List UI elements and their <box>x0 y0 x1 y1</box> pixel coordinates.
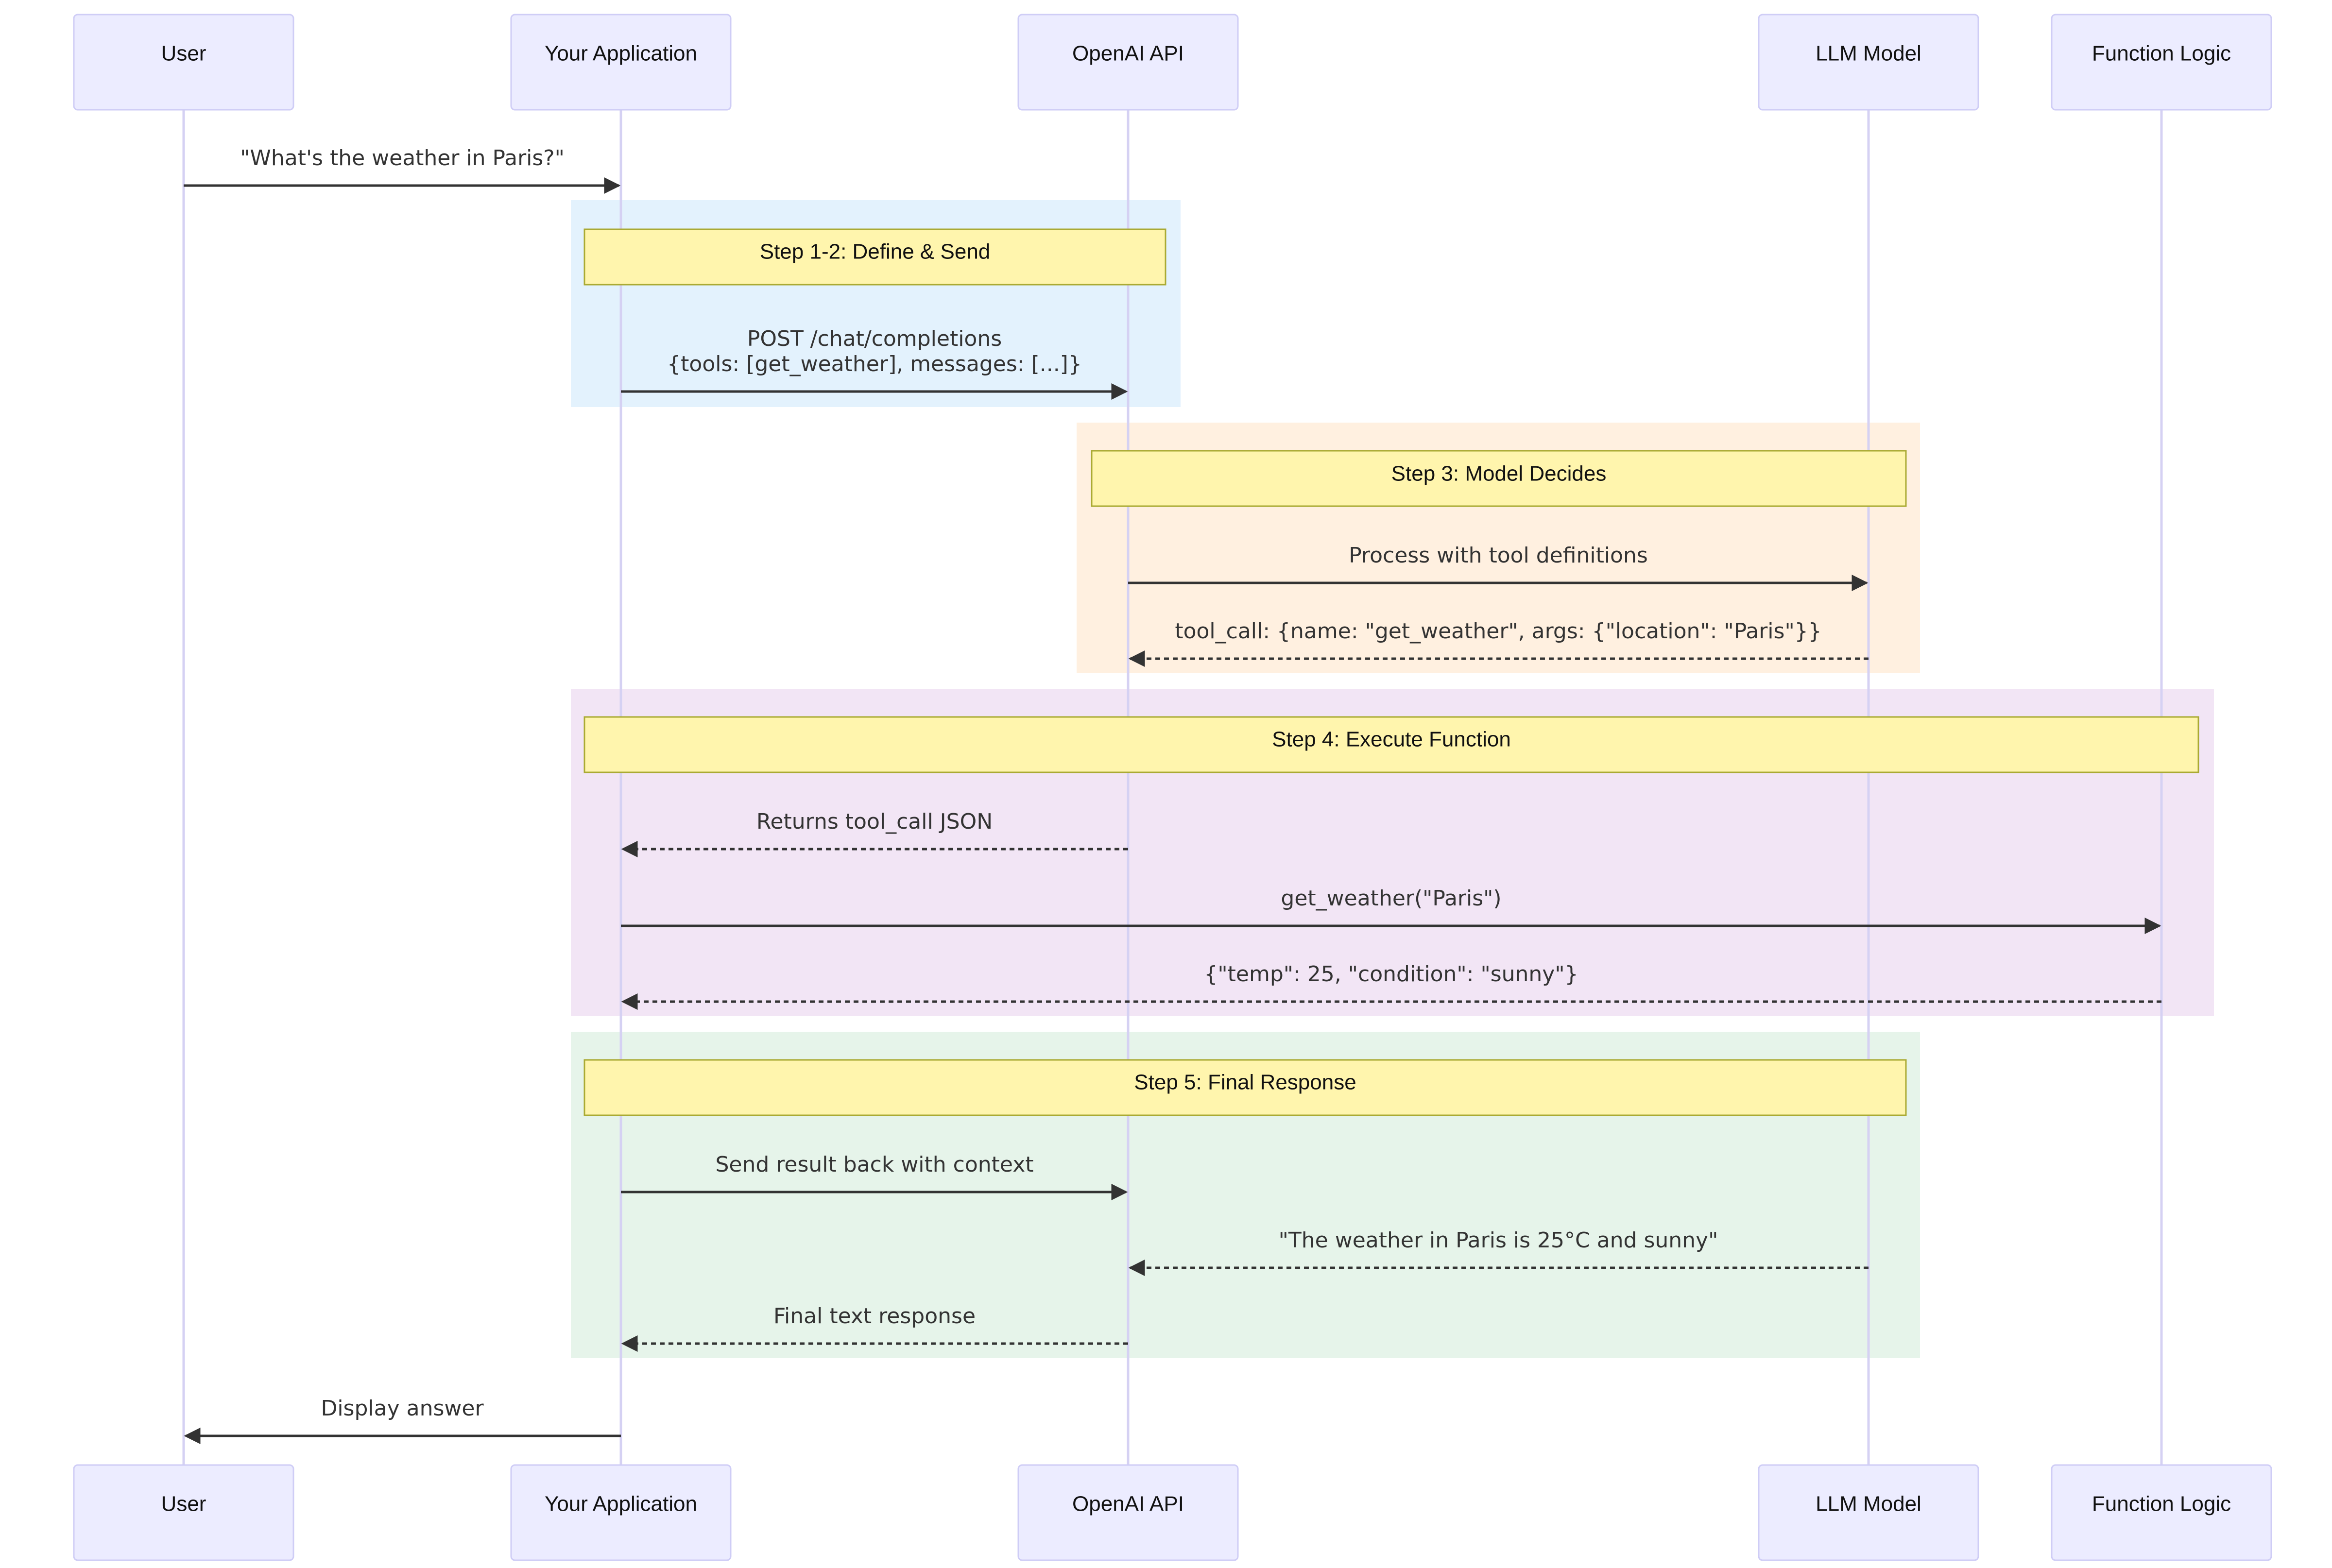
message-label: Send result back with context <box>716 1152 1034 1177</box>
note-box <box>583 228 1166 286</box>
message-7: {"temp": 25, "condition": "sunny"} <box>621 962 2161 1010</box>
actor-your-application-bottom[interactable]: Your Application <box>510 1464 732 1561</box>
actor-label: LLM Model <box>1816 42 1921 66</box>
message-4: tool_call: {name: "get_weather", args: {… <box>1128 619 1869 667</box>
actor-llm-model-top[interactable]: LLM Model <box>1758 14 1979 111</box>
actor-your-application-top[interactable]: Your Application <box>510 14 732 111</box>
actor-user-bottom[interactable]: User <box>73 1464 294 1561</box>
message-label: "The weather in Paris is 25°C and sunny" <box>1279 1228 1718 1253</box>
note-label: Step 5: Final Response <box>1134 1071 1356 1094</box>
note-box <box>583 1059 1907 1116</box>
actors-bottom: User Your Application OpenAI API LLM Mod… <box>73 1464 2272 1561</box>
message-1: "What's the weather in Paris?" <box>184 146 621 194</box>
actor-box <box>510 14 732 111</box>
actor-label: User <box>161 1492 206 1516</box>
messages: "What's the weather in Paris?" POST /chat… <box>184 146 2161 1444</box>
note-box <box>583 716 2199 773</box>
actor-label: Your Application <box>545 1492 697 1516</box>
actor-box <box>2051 14 2272 111</box>
lifelines <box>182 110 2163 1465</box>
actor-box <box>510 1464 732 1561</box>
actor-box <box>2051 1464 2272 1561</box>
message-label: Final text response <box>773 1304 976 1329</box>
message-11: Display answer <box>184 1396 621 1444</box>
message-6: get_weather("Paris") <box>621 886 2161 934</box>
note-step-5: Step 5: Final Response <box>583 1059 1907 1116</box>
message-9: "The weather in Paris is 25°C and sunny" <box>1128 1228 1869 1276</box>
message-label: Display answer <box>321 1396 484 1421</box>
note-label: Step 3: Model Decides <box>1391 462 1607 486</box>
actor-function-logic-bottom[interactable]: Function Logic <box>2051 1464 2272 1561</box>
actor-box <box>1758 14 1979 111</box>
message-label: Returns tool_call JSON <box>756 809 993 834</box>
actor-llm-model-bottom[interactable]: LLM Model <box>1758 1464 1979 1561</box>
actor-label: User <box>161 42 206 66</box>
actor-label: Function Logic <box>2092 1492 2231 1516</box>
note-step-1-2: Step 1-2: Define & Send <box>583 228 1166 286</box>
note-label: Step 1-2: Define & Send <box>760 240 991 264</box>
message-label: tool_call: {name: "get_weather", args: {… <box>1175 619 1821 644</box>
message-label: POST /chat/completions <box>747 326 1002 351</box>
actor-label: LLM Model <box>1816 1492 1921 1516</box>
message-5: Returns tool_call JSON <box>621 809 1128 857</box>
actor-openai-api-bottom[interactable]: OpenAI API <box>1017 1464 1239 1561</box>
actor-label: Function Logic <box>2092 42 2231 66</box>
actor-box <box>1017 14 1239 111</box>
actor-box <box>73 14 294 111</box>
actor-box <box>1017 1464 1239 1561</box>
actors-top: User Your Application OpenAI API LLM Mod… <box>73 14 2272 111</box>
actor-box <box>73 1464 294 1561</box>
message-label: {"temp": 25, "condition": "sunny"} <box>1204 962 1578 987</box>
actor-openai-api-top[interactable]: OpenAI API <box>1017 14 1239 111</box>
message-8: Send result back with context <box>621 1152 1128 1200</box>
note-step-4: Step 4: Execute Function <box>583 716 2199 773</box>
note-box <box>1091 450 1907 507</box>
note-step-3: Step 3: Model Decides <box>1091 450 1907 507</box>
message-label: {tools: [get_weather], messages: [...]} <box>667 352 1082 376</box>
actor-user-top[interactable]: User <box>73 14 294 111</box>
note-label: Step 4: Execute Function <box>1272 728 1511 751</box>
actor-function-logic-top[interactable]: Function Logic <box>2051 14 2272 111</box>
message-10: Final text response <box>621 1304 1128 1352</box>
actor-label: OpenAI API <box>1072 1492 1184 1516</box>
message-3: Process with tool definitions <box>1128 543 1869 591</box>
message-label: Process with tool definitions <box>1349 543 1648 568</box>
message-label: "What's the weather in Paris?" <box>240 146 565 170</box>
actor-label: Your Application <box>545 42 697 66</box>
actor-label: OpenAI API <box>1072 42 1184 66</box>
message-2: POST /chat/completions{tools: [get_weath… <box>621 326 1128 400</box>
message-label: get_weather("Paris") <box>1281 886 1501 911</box>
step-notes: Step 1-2: Define & Send Step 3: Model De… <box>583 228 2199 1116</box>
actor-box <box>1758 1464 1979 1561</box>
